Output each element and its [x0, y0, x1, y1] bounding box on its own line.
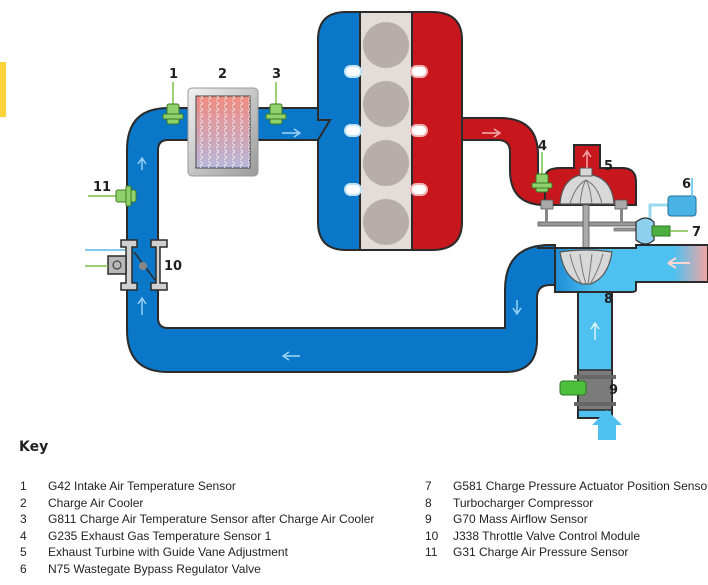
callout-11: 11: [93, 180, 111, 195]
sensor-g235: [531, 152, 553, 193]
key-item-number: 7: [425, 479, 432, 493]
charge-air-cooler: [187, 87, 259, 177]
key-item-number: 8: [425, 495, 432, 510]
key-item: 10 J338 Throttle Valve Control Module: [425, 528, 708, 545]
key-item-label: N75 Wastegate Bypass Regulator Valve: [48, 561, 261, 576]
key-item-label: G42 Intake Air Temperature Sensor: [48, 479, 236, 493]
section-tab-marker: [0, 62, 6, 117]
callout-4: 4: [538, 139, 547, 154]
key-item: 1 G42 Intake Air Temperature Sensor: [20, 478, 374, 495]
exhaust-flow-arrows: [482, 128, 592, 168]
key-item: 4 G235 Exhaust Gas Temperature Sensor 1: [20, 528, 374, 545]
key-item-number: 11: [425, 545, 438, 559]
fresh-air-inlet: [667, 257, 690, 269]
callout-1: 1: [169, 67, 178, 82]
callout-6: 6: [682, 177, 691, 192]
sensor-g31: [88, 185, 137, 207]
key-list-left: 1 G42 Intake Air Temperature Sensor 2 Char…: [20, 478, 374, 577]
key-item: 11 G31 Charge Air Pressure Sensor: [425, 544, 708, 561]
mass-airflow-sensor: [559, 380, 587, 396]
key-item-label: Turbocharger Compressor: [453, 495, 594, 510]
key-list-right: 7 G581 Charge Pressure Actuator Position …: [425, 478, 708, 561]
key-item: 3 G811 Charge Air Temperature Sensor afte…: [20, 511, 374, 528]
cylinder-1: [363, 22, 409, 68]
key-item-label: G31 Charge Air Pressure Sensor: [453, 545, 629, 559]
key-item: 8 Turbocharger Compressor: [425, 495, 708, 512]
cylinder-3: [363, 140, 409, 186]
turbo-shaft: [537, 199, 655, 254]
cylinder-4: [363, 199, 409, 245]
key-item-label: Exhaust Turbine with Guide Vane Adjustme…: [48, 545, 288, 559]
key-item-label: G235 Exhaust Gas Temperature Sensor 1: [48, 528, 272, 543]
callout-8: 8: [604, 292, 613, 307]
key-item-number: 2: [20, 495, 27, 510]
callout-10: 10: [164, 259, 182, 274]
key-item-number: 4: [20, 528, 27, 543]
callout-9: 9: [609, 383, 618, 398]
charge-pressure-actuator-sensor: [635, 217, 688, 245]
cylinder-2: [363, 81, 409, 127]
sensor-g42: [162, 82, 184, 125]
callout-3: 3: [272, 67, 281, 82]
throttle-valve: [85, 239, 168, 291]
turbo-system-diagram: 1 2 3 4 5 6 7 8 9 10 11: [85, 11, 708, 440]
key-item-label: J338 Throttle Valve Control Module: [453, 528, 640, 543]
callout-5: 5: [604, 159, 613, 174]
key-heading: Key: [19, 439, 49, 455]
key-item-label: G811 Charge Air Temperature Sensor after…: [48, 512, 375, 526]
sensor-g811: [265, 82, 287, 125]
flow-arrows: [137, 128, 600, 361]
intake-air-tube: [574, 291, 622, 440]
key-item: 2 Charge Air Cooler: [20, 495, 374, 512]
callout-7: 7: [692, 225, 701, 240]
turbocharger-compressor: [537, 244, 708, 376]
engine-block: [317, 11, 476, 251]
key-item-number: 10: [425, 528, 439, 543]
intake-arrow: [592, 410, 622, 440]
exhaust-turbine: [544, 144, 637, 206]
key-item-number: 9: [425, 512, 432, 526]
key-item-label: G581 Charge Pressure Actuator Position S…: [453, 479, 708, 493]
key-item: 6 N75 Wastegate Bypass Regulator Valve: [20, 561, 374, 578]
key-item-label: G70 Mass Airflow Sensor: [453, 512, 588, 526]
charge-air-pipe: [126, 107, 556, 373]
key-item-number: 5: [20, 545, 27, 559]
callout-2: 2: [218, 67, 227, 82]
key-item-label: Charge Air Cooler: [48, 495, 144, 510]
key-item: 5 Exhaust Turbine with Guide Vane Adjustm…: [20, 544, 374, 561]
key-item-number: 6: [20, 561, 27, 576]
key-item: 9 G70 Mass Airflow Sensor: [425, 511, 708, 528]
key-item-number: 3: [20, 512, 27, 526]
key-item-number: 1: [20, 479, 27, 493]
key-item: 7 G581 Charge Pressure Actuator Position …: [425, 478, 708, 495]
